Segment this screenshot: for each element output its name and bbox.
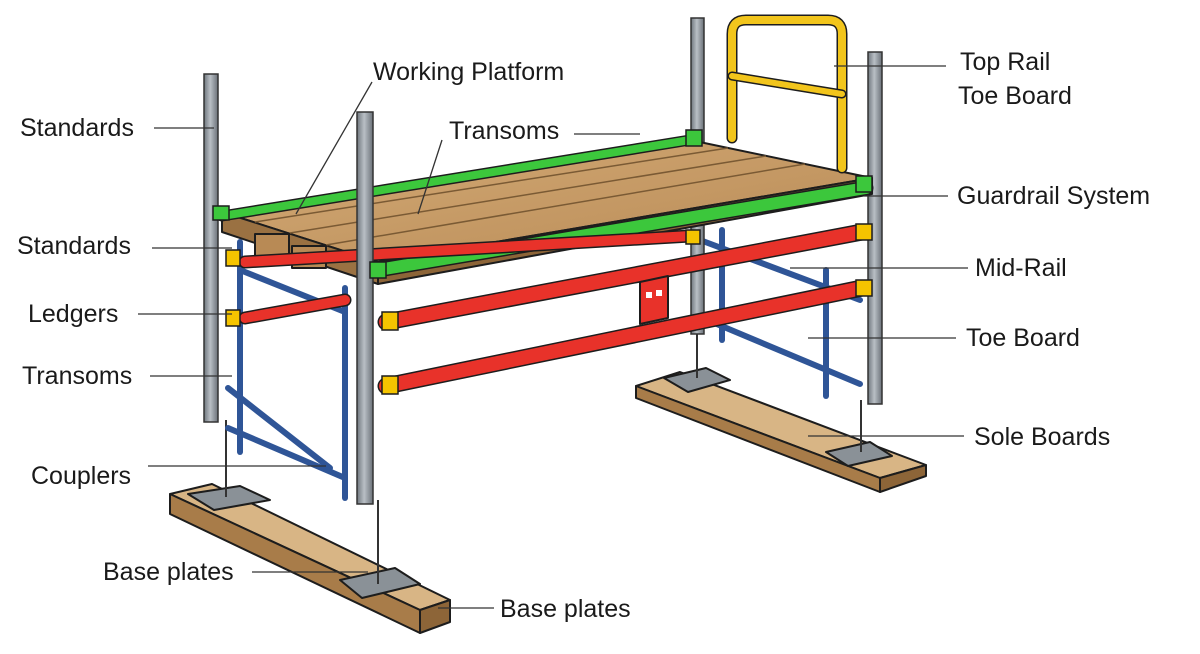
blue-frame — [228, 230, 860, 498]
label-base-plates-left: Base plates — [103, 558, 234, 586]
label-working-platform: Working Platform — [373, 58, 564, 86]
label-guardrail-system: Guardrail System — [957, 182, 1150, 210]
label-couplers: Couplers — [31, 462, 131, 490]
top-rail-yellow — [732, 20, 842, 168]
label-base-plates-bottom: Base plates — [500, 595, 631, 623]
label-sole-boards: Sole Boards — [974, 423, 1110, 451]
label-transoms-top: Transoms — [449, 117, 559, 145]
label-ledgers: Ledgers — [28, 300, 118, 328]
label-standards-mid: Standards — [17, 232, 131, 260]
rail-connector-plate — [640, 276, 668, 324]
label-transoms-left: Transoms — [22, 362, 132, 390]
label-toe-board-top: Toe Board — [958, 82, 1072, 110]
label-toe-board-right: Toe Board — [966, 324, 1080, 352]
standard-front-right — [357, 112, 373, 504]
label-top-rail: Top Rail — [960, 48, 1050, 76]
label-mid-rail: Mid-Rail — [975, 254, 1067, 282]
label-standards-top: Standards — [20, 114, 134, 142]
